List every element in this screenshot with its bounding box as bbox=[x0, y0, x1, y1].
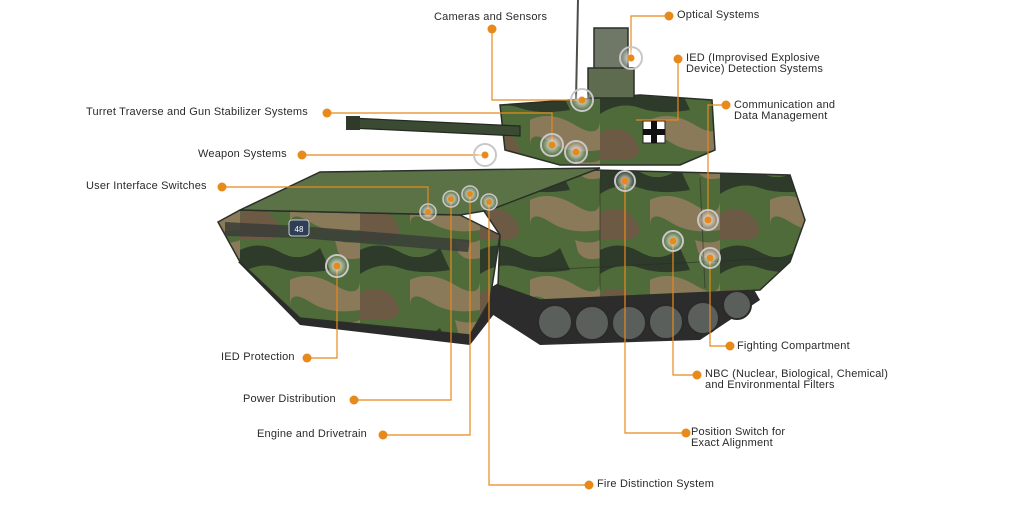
label-engine-drivetrain: Engine and Drivetrain bbox=[257, 428, 367, 440]
label-optical-systems: Optical Systems bbox=[677, 9, 760, 21]
hotspot-engine-drivetrain[interactable] bbox=[461, 185, 479, 203]
label-nbc-filters: NBC (Nuclear, Biological, Chemical) and … bbox=[705, 369, 888, 391]
hotspot-cameras-sensors[interactable] bbox=[570, 88, 594, 112]
road-wheels bbox=[537, 290, 752, 341]
leader-lines bbox=[222, 15, 730, 486]
vehicle-illustration: 48 bbox=[216, 0, 806, 345]
label-turret-traverse: Turret Traverse and Gun Stabilizer Syste… bbox=[86, 106, 308, 118]
label-communication: Communication and Data Management bbox=[734, 100, 835, 122]
label-fire-distinction: Fire Distinction System bbox=[597, 478, 715, 490]
hotspot-optical-systems[interactable] bbox=[619, 46, 643, 70]
hotspot-ied-detection[interactable] bbox=[564, 140, 588, 164]
hotspot-turret-traverse[interactable] bbox=[540, 133, 564, 157]
label-ied-detection: IED (Improvised Explosive Device) Detect… bbox=[686, 53, 823, 75]
hotspot-user-interface[interactable] bbox=[419, 203, 437, 221]
label-user-interface: User Interface Switches bbox=[86, 180, 207, 192]
gun-barrel bbox=[349, 117, 521, 137]
label-ied-detection-line1: IED (Improvised Explosive bbox=[686, 52, 820, 64]
label-weapon-systems: Weapon Systems bbox=[198, 148, 287, 160]
label-position-switch: Position Switch for Exact Alignment bbox=[691, 427, 785, 449]
front-grille bbox=[225, 222, 470, 252]
label-power-distribution: Power Distribution bbox=[243, 393, 336, 405]
label-ied-protection: IED Protection bbox=[221, 351, 295, 363]
cross-emblem bbox=[642, 120, 666, 144]
hotspot-ied-protection[interactable] bbox=[325, 254, 349, 278]
label-position-switch-line2: Exact Alignment bbox=[691, 437, 773, 449]
turret bbox=[499, 94, 716, 166]
hotspots bbox=[325, 46, 721, 278]
label-cameras-sensors: Cameras and Sensors bbox=[434, 11, 548, 23]
hull-number-plate bbox=[288, 219, 310, 237]
label-communication-line2: Data Management bbox=[734, 110, 828, 122]
hotspot-fighting-compartment[interactable] bbox=[699, 247, 721, 269]
hotspot-position-switch[interactable] bbox=[614, 170, 636, 192]
hotspot-nbc-filters[interactable] bbox=[662, 230, 684, 252]
label-dots bbox=[217, 11, 735, 490]
hotspot-weapon-systems[interactable] bbox=[473, 143, 497, 167]
label-position-switch-line1: Position Switch for bbox=[691, 426, 786, 438]
antenna bbox=[575, 0, 579, 101]
label-ied-detection-line2: Device) Detection Systems bbox=[686, 63, 824, 75]
label-nbc-line2: and Environmental Filters bbox=[705, 379, 835, 391]
hull-number: 48 bbox=[295, 225, 304, 234]
hotspot-power-distribution[interactable] bbox=[442, 190, 460, 208]
hotspot-communication[interactable] bbox=[697, 209, 719, 231]
hull-side bbox=[478, 169, 806, 301]
label-fighting-compartment: Fighting Compartment bbox=[737, 340, 850, 352]
hotspot-fire-distinction[interactable] bbox=[480, 193, 498, 211]
label-nbc-line1: NBC (Nuclear, Biological, Chemical) bbox=[705, 368, 889, 380]
label-communication-line1: Communication and bbox=[734, 99, 836, 111]
